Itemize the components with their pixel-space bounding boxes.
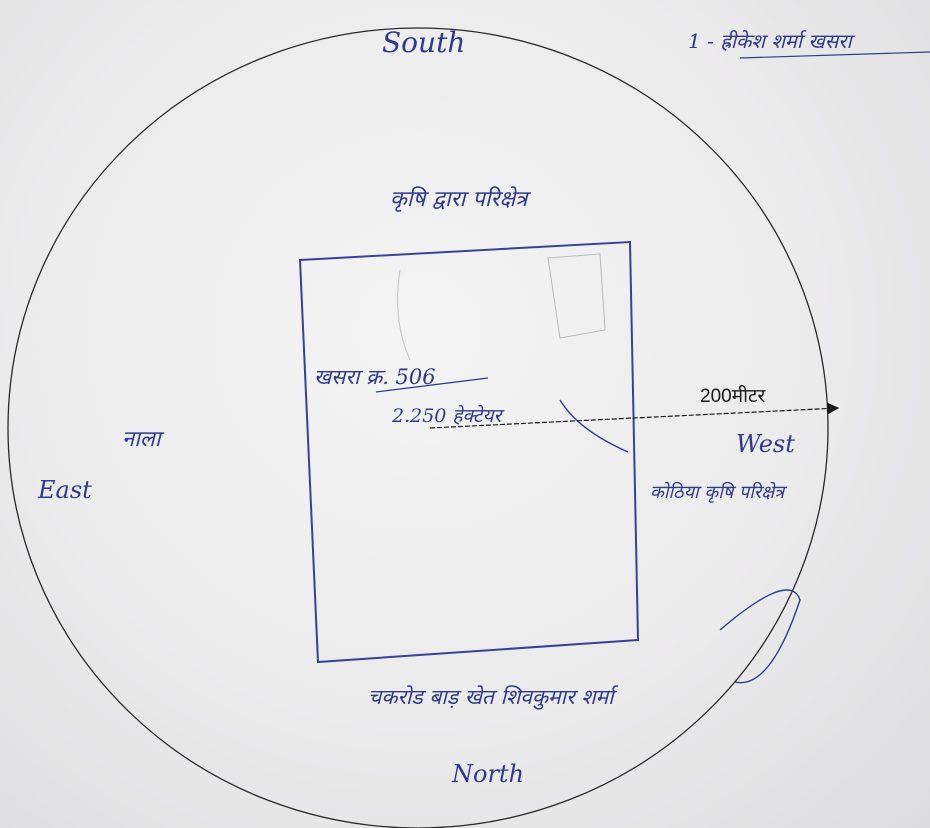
direction-east-label: East xyxy=(37,476,92,504)
radius-label: 200मीटर xyxy=(700,384,767,407)
header-underline xyxy=(739,51,930,59)
plot-boundary xyxy=(298,240,640,664)
neighbor-bottom-label: चकरोड बाड़ खेत शिवकुमार शर्मा xyxy=(368,685,619,710)
neighbor-left-label: नाला xyxy=(122,427,165,452)
plot-area-curve xyxy=(559,399,629,453)
direction-north-label: North xyxy=(451,760,524,788)
radius-circle xyxy=(7,27,829,828)
direction-west-label: West xyxy=(736,430,795,458)
neighbor-right-label: कोठिया कृषि परिक्षेत्र xyxy=(650,481,787,503)
pencil-mark xyxy=(547,253,606,339)
direction-south-label: South xyxy=(382,26,465,59)
bottom-flourish xyxy=(719,589,801,684)
header-note: 1 - ह्रीकेश शर्मा खसरा xyxy=(688,29,855,53)
radius-arrow xyxy=(429,402,840,429)
plot-area-label: 2.250 हेक्टेयर xyxy=(391,404,505,427)
plot-number-underline xyxy=(375,377,489,393)
pencil-mark-2 xyxy=(397,269,411,361)
neighbor-top-label: कृषि द्वारा परिक्षेत्र xyxy=(390,186,531,212)
plot-number-label: खसरा क्र. 506 xyxy=(314,365,436,389)
